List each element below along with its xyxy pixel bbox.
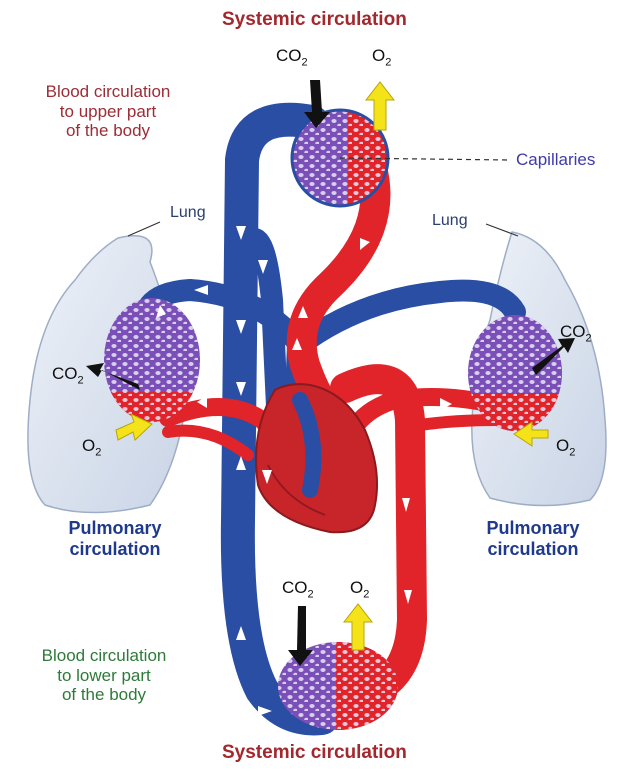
co2-subscript: 2 — [78, 374, 84, 386]
lower-body-line-1: Blood circulation — [4, 646, 204, 666]
o2-subscript: 2 — [95, 446, 101, 458]
capillaries-label: Capillaries — [516, 150, 595, 170]
lung-left-label: Lung — [170, 204, 206, 222]
co2-text: CO — [560, 322, 586, 341]
co2-bottom-label: CO2 — [282, 578, 314, 601]
o2-left-label: O2 — [82, 436, 101, 459]
upper-body-label: Blood circulation to upper part of the b… — [8, 82, 208, 141]
lower-body-label: Blood circulation to lower part of the b… — [4, 646, 204, 705]
co2-subscript: 2 — [302, 56, 308, 68]
o2-right-label: O2 — [556, 436, 575, 459]
o2-subscript: 2 — [385, 56, 391, 68]
pulmonary-left-line-2: circulation — [20, 539, 210, 560]
systemic-circulation-bottom-label: Systemic circulation — [222, 742, 407, 764]
co2-text: CO — [282, 578, 308, 597]
pulmonary-right-label: Pulmonary circulation — [438, 518, 628, 559]
co2-text: CO — [52, 364, 78, 383]
pulmonary-left-line-1: Pulmonary — [20, 518, 210, 539]
o2-subscript: 2 — [569, 446, 575, 458]
upper-body-line-2: to upper part — [8, 102, 208, 122]
co2-top-label: CO2 — [276, 46, 308, 69]
o2-text: O — [372, 46, 385, 65]
o2-text: O — [556, 436, 569, 455]
systemic-circulation-top-label: Systemic circulation — [222, 9, 407, 31]
co2-subscript: 2 — [586, 332, 592, 344]
pulmonary-right-line-2: circulation — [438, 539, 628, 560]
o2-bottom-label: O2 — [350, 578, 369, 601]
lower-body-line-2: to lower part — [4, 666, 204, 686]
co2-text: CO — [276, 46, 302, 65]
upper-body-line-1: Blood circulation — [8, 82, 208, 102]
co2-subscript: 2 — [308, 588, 314, 600]
o2-top-label: O2 — [372, 46, 391, 69]
upper-body-line-3: of the body — [8, 121, 208, 141]
pulmonary-left-label: Pulmonary circulation — [20, 518, 210, 559]
co2-left-label: CO2 — [52, 364, 84, 387]
o2-subscript: 2 — [363, 588, 369, 600]
o2-text: O — [350, 578, 363, 597]
lower-body-line-3: of the body — [4, 685, 204, 705]
pulmonary-right-line-1: Pulmonary — [438, 518, 628, 539]
o2-text: O — [82, 436, 95, 455]
co2-right-label: CO2 — [560, 322, 592, 345]
lung-right-label: Lung — [432, 212, 468, 230]
